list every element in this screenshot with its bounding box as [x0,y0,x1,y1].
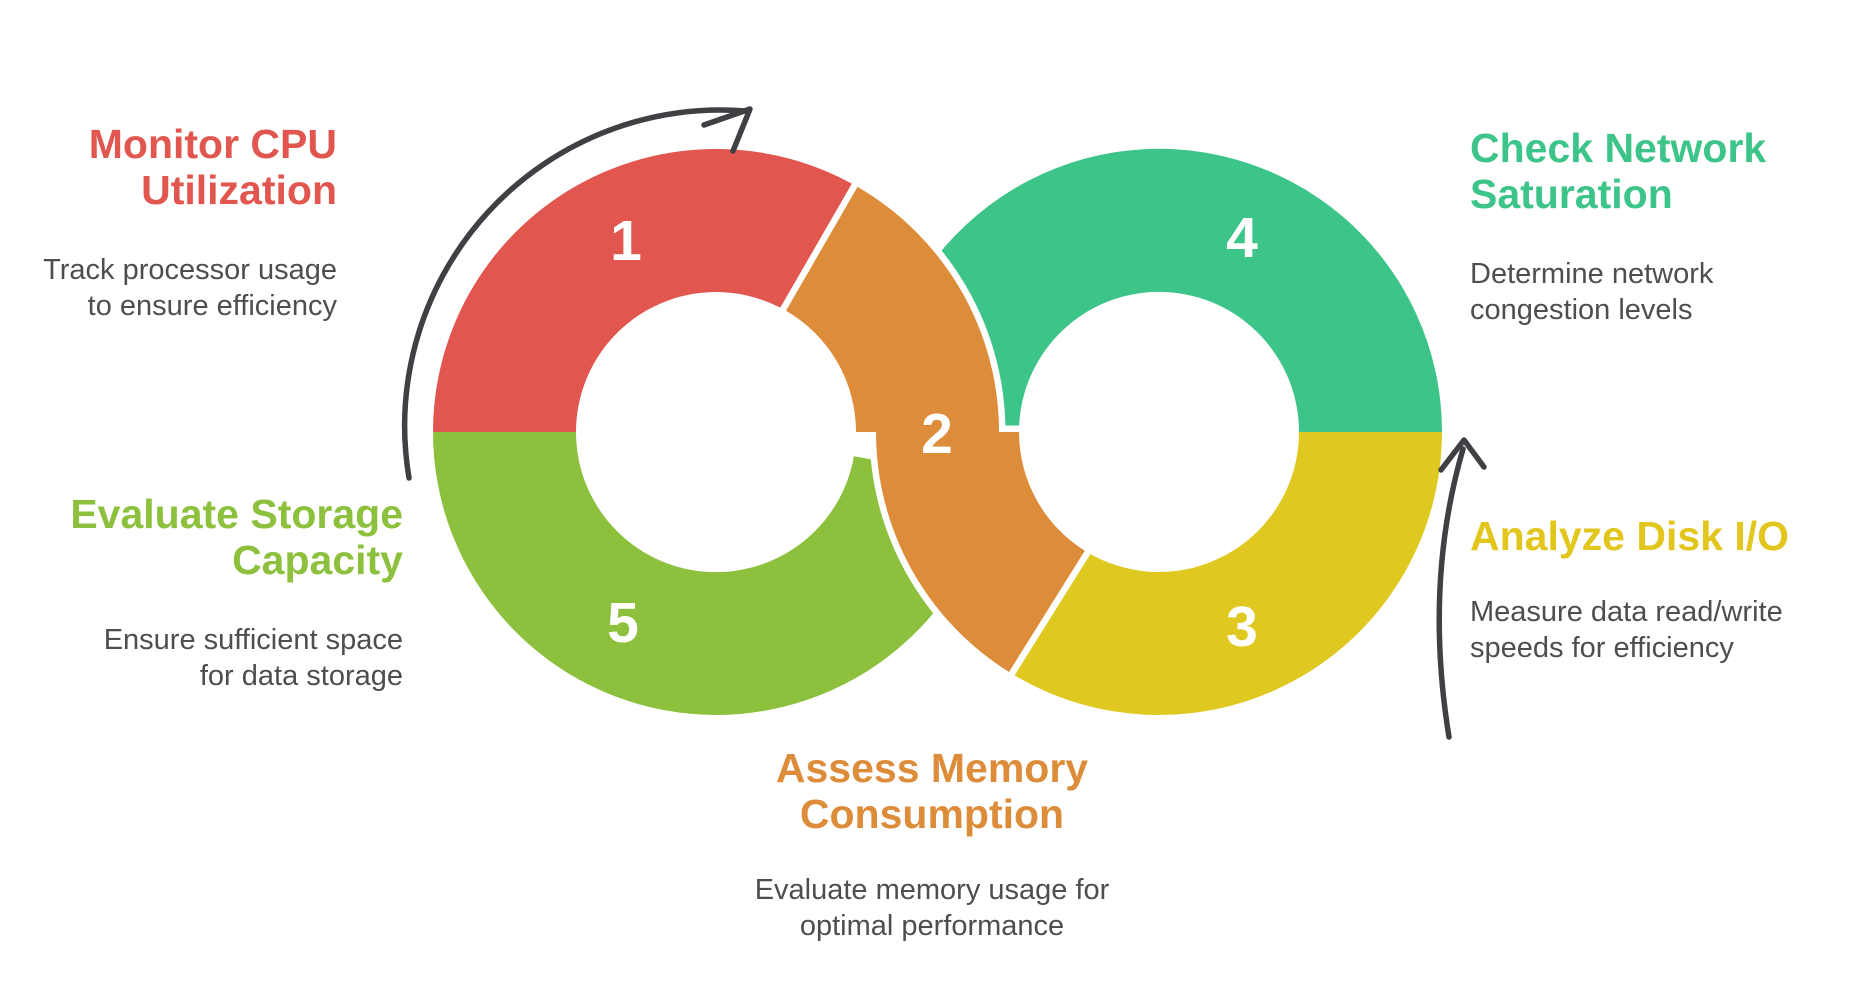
step-5-description-line2: for data storage [199,660,403,693]
step-2-title-line1: Assess Memory [775,745,1089,791]
step-2-title: Assess Memory Consumption [755,745,1110,838]
step-5-title: Evaluate Storage Capacity [70,491,403,584]
step-2-description-line2: optimal performance [799,910,1065,943]
step-4-title-line2: Saturation [1470,170,1673,217]
step-2-description-line1: Evaluate memory usage for [754,873,1110,906]
step-5-text-block: Evaluate Storage Capacity Ensure suffici… [70,491,403,695]
flow-arrow-right [1436,437,1487,740]
flow-arrow-left [402,106,753,481]
step-5-title-line2: Capacity [232,536,403,583]
step-2-description: Evaluate memory usage for optimal perfor… [755,872,1110,945]
step-2-title-line2: Consumption [799,790,1065,837]
step-1-title: Monitor CPU Utilization [43,121,337,214]
segment-1-cpu [433,148,858,433]
step-1-text-block: Monitor CPU Utilization Track processor … [43,121,337,325]
arrowhead-up-icon [1438,437,1487,473]
step-4-text-block: Check Network Saturation Determine netwo… [1470,125,1767,329]
segment-2-memory [779,180,1092,679]
step-1-description-line2: to ensure efficiency [87,290,337,323]
segment-5-storage [433,432,995,715]
flow-arrow-right-curve [1436,446,1466,740]
step-3-title-line1: Analyze Disk I/O [1470,513,1790,559]
flow-arrow-left-curve [402,107,749,481]
step-3-text-block: Analyze Disk I/O Measure data read/write… [1470,513,1790,667]
segment-number-1: 1 [610,209,642,273]
step-3-description: Measure data read/write speeds for effic… [1470,594,1789,667]
step-4-title-line1: Check Network [1470,125,1767,171]
step-4-description-line2: congestion levels [1470,294,1693,327]
step-5-description: Ensure sufficient space for data storage [70,622,403,695]
step-3-description-line1: Measure data read/write [1470,595,1783,628]
step-4-description: Determine network congestion levels [1470,256,1766,329]
step-2-text-block: Assess Memory Consumption Evaluate memor… [755,745,1110,945]
step-5-description-line1: Ensure sufficient space [103,623,403,656]
step-1-title-line1: Monitor CPU [88,121,337,167]
segment-3-disk [1009,432,1442,716]
segment-number-5: 5 [607,591,639,655]
arrowhead-up-right-icon [701,106,753,154]
step-5-title-line1: Evaluate Storage [70,491,403,537]
step-3-title: Analyze Disk I/O [1470,513,1790,560]
step-1-title-line2: Utilization [141,166,337,213]
step-1-description-line1: Track processor usage [43,253,337,286]
step-4-description-line1: Determine network [1470,257,1714,290]
step-4-title: Check Network Saturation [1470,125,1767,218]
segment-number-4: 4 [1226,206,1258,270]
segment-number-3: 3 [1226,595,1258,659]
step-1-description: Track processor usage to ensure efficien… [43,252,337,325]
segment-number-2: 2 [921,402,953,466]
step-3-description-line2: speeds for efficiency [1470,632,1734,665]
